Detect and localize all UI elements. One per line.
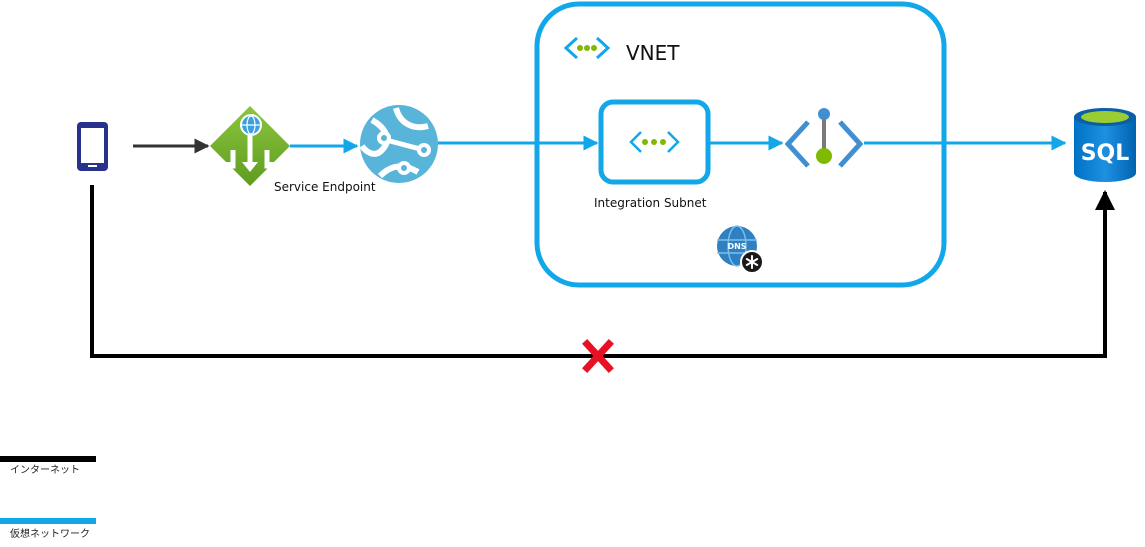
legend-virtual-network-swatch [0, 518, 96, 524]
blocked-x-icon [582, 339, 614, 373]
vnet-title: VNET [626, 41, 680, 65]
service-endpoint-label: Service Endpoint [274, 180, 376, 194]
integration-subnet-label: Integration Subnet [594, 196, 707, 210]
mobile-phone-icon [77, 122, 108, 171]
private-endpoint-icon [784, 108, 864, 168]
app-service-globe-icon [359, 105, 438, 183]
vnet-icon [563, 36, 611, 60]
sql-label: SQL [1081, 141, 1130, 166]
legend: インターネット 仮想ネットワーク [0, 456, 96, 540]
dns-label: DNS [727, 242, 746, 251]
legend-internet-swatch [0, 456, 96, 462]
subnet-icon [629, 131, 680, 153]
private-dns-zone-icon: DNS [717, 225, 764, 274]
legend-internet-label: インターネット [10, 464, 80, 476]
internet-direct-path [90, 185, 1115, 358]
application-gateway-icon [210, 106, 290, 186]
asterisk-icon [745, 255, 759, 269]
sql-database-icon: SQL [1074, 108, 1136, 182]
legend-virtual-network-label: 仮想ネットワーク [10, 527, 90, 540]
